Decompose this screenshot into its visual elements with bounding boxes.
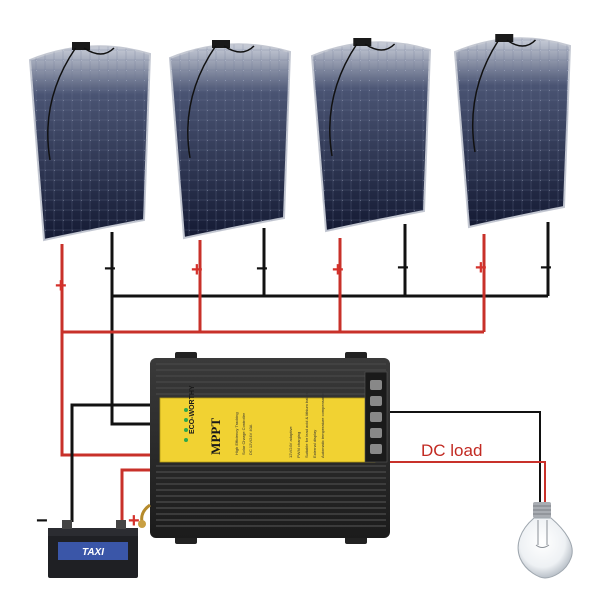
panel-2-minus-sign: − <box>256 258 268 280</box>
controller-subtitle-2: Solar Charge Controller <box>241 412 246 455</box>
panel-cable <box>187 45 255 159</box>
panel-1-plus-sign: + <box>55 275 67 297</box>
load-negative-wire <box>388 411 541 505</box>
terminal-screw <box>370 396 382 406</box>
controller-subtitle-1: High Efficiency Tracking <box>234 412 239 455</box>
panel-polarity-signs: + − + − + − + − <box>55 257 552 297</box>
junction-box <box>72 42 90 50</box>
controller-feature-item: Suitable for lead acid & lithium battery <box>304 391 309 458</box>
wiring <box>60 222 550 525</box>
solar-cell-grid <box>455 38 570 228</box>
terminal-screw <box>370 380 382 390</box>
terminal-screw <box>370 444 382 454</box>
panel-3-plus-sign: + <box>332 259 344 281</box>
battery-negative-wire <box>70 403 170 522</box>
solar-cell-grid <box>30 46 150 241</box>
panel-3-minus-sign: − <box>397 257 409 279</box>
solar-panel-4 <box>453 34 572 229</box>
panel-1-minus-sign: − <box>104 258 116 280</box>
solar-panel-3 <box>310 38 432 233</box>
solar-panel-1 <box>28 42 152 242</box>
dc-load-label: DC load <box>421 441 482 460</box>
panel-2-plus-sign: + <box>191 259 203 281</box>
controller-feature-item: Automatic temperature compensation <box>320 392 325 458</box>
controller-feature-item: PWM charging <box>296 432 301 458</box>
controller-feature-list: 12V/24V adaptive PWM charging Suitable f… <box>288 391 325 458</box>
panel-4-minus-sign: − <box>540 257 552 279</box>
solar-cell-grid <box>312 42 430 232</box>
junction-box <box>495 34 514 42</box>
battery-label-text: TAXI <box>82 547 104 558</box>
charge-controller: ECO-WORTHY MPPT High Efficiency Tracking… <box>138 352 390 544</box>
battery-icon: TAXI <box>48 520 138 578</box>
controller-feature-item: External display <box>312 430 317 458</box>
light-bulb-icon <box>517 502 573 579</box>
terminal-screw <box>370 412 382 422</box>
solar-cell-grid <box>170 44 290 239</box>
solar-panel-array <box>28 34 572 242</box>
controller-label <box>159 397 376 463</box>
terminal-screw <box>370 428 382 438</box>
controller-title: MPPT <box>208 418 223 455</box>
positive-to-controller-wire <box>60 332 160 457</box>
panel-cable <box>472 39 537 153</box>
load-positive-wire <box>388 461 546 505</box>
negative-to-controller-wire <box>110 296 168 426</box>
battery-plus-sign: + <box>128 510 140 532</box>
controller-brand: ECO-WORTHY <box>189 385 196 434</box>
panel-4-plus-sign: + <box>475 257 487 279</box>
battery-minus-sign: − <box>36 510 48 532</box>
panel-cable <box>329 43 396 157</box>
panel-cable <box>47 47 115 161</box>
controller-model: DC 12V/24V 40A <box>248 424 253 455</box>
battery-label <box>58 542 128 560</box>
controller-feature-item: 12V/24V adaptive <box>288 426 293 458</box>
junction-box <box>212 40 230 48</box>
junction-box <box>353 38 372 46</box>
solar-panel-2 <box>168 40 292 240</box>
